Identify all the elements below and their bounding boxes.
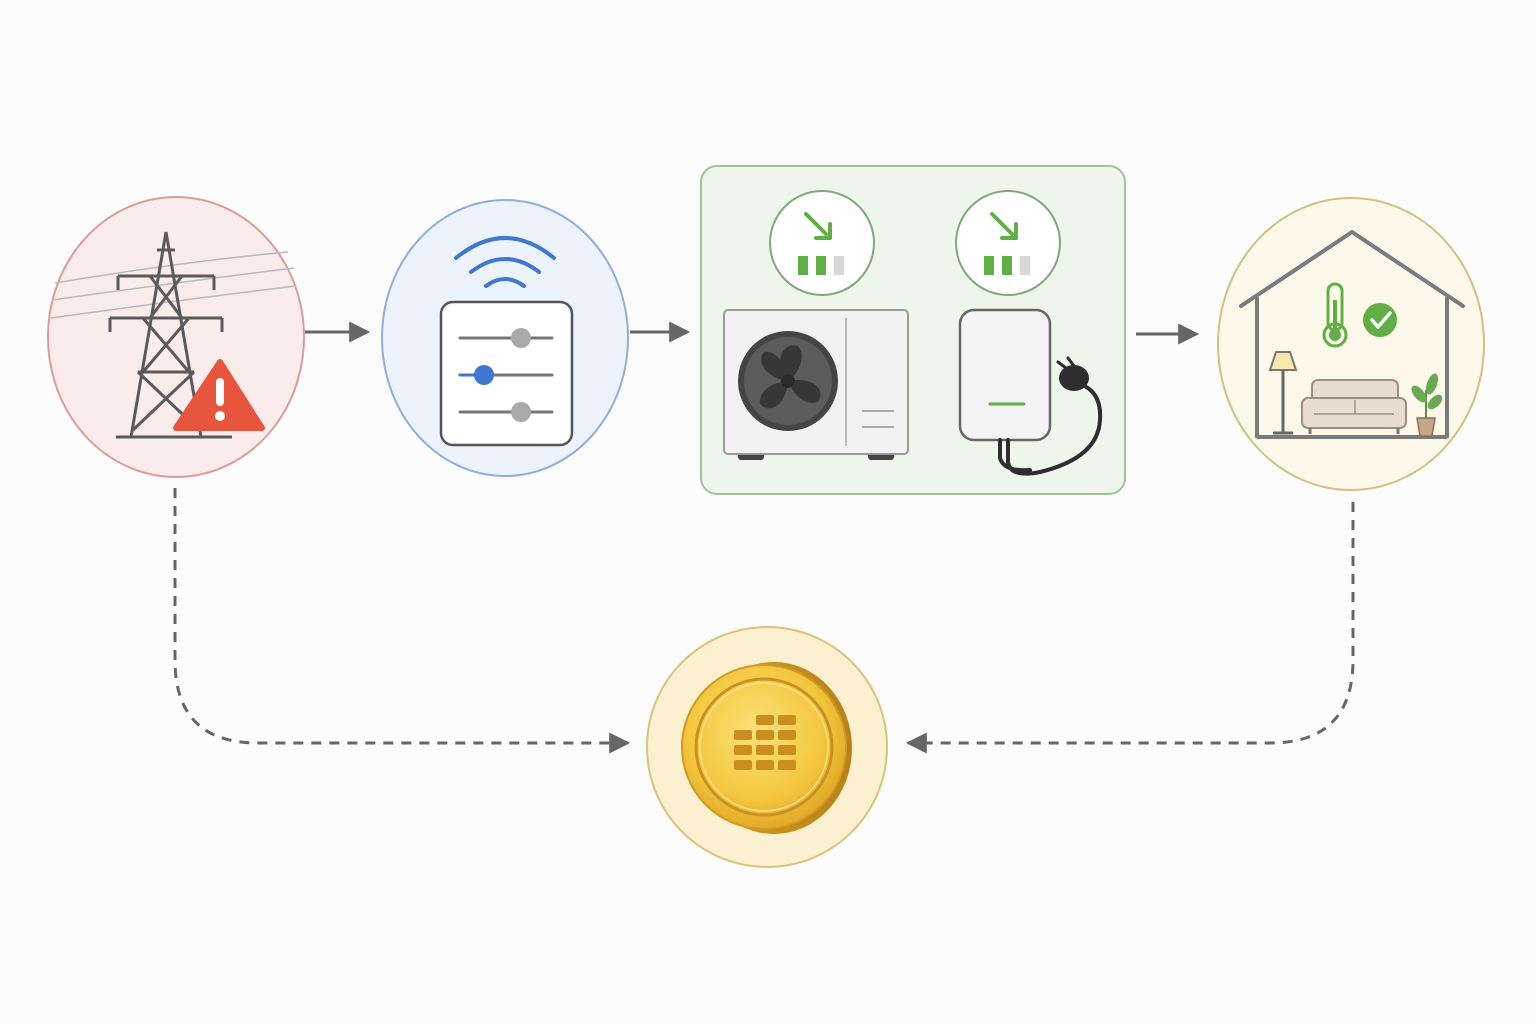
node-devices	[700, 165, 1126, 495]
wifi-signal-icon	[454, 236, 556, 288]
heat-pump-icon	[723, 309, 909, 460]
node-reward	[646, 626, 888, 868]
edge-grid-to-reward	[173, 488, 631, 754]
node-controller	[381, 199, 629, 477]
node-home	[1217, 197, 1485, 491]
reduced-load-icon	[955, 190, 1061, 296]
sofa-icon	[1301, 379, 1407, 434]
floor-lamp-icon	[1268, 351, 1298, 435]
node-grid	[47, 196, 305, 478]
control-sliders-icon	[439, 300, 574, 447]
coin-icon	[681, 662, 852, 834]
edge-home-to-reward	[905, 502, 1355, 754]
reduced-load-icon	[769, 190, 875, 296]
house-icon	[1239, 230, 1465, 439]
warning-icon	[173, 359, 265, 431]
thermometer-check-icon	[1322, 282, 1397, 348]
power-tower-icon	[108, 231, 232, 439]
plant-icon	[1411, 373, 1443, 437]
ev-charger-icon	[958, 308, 1103, 476]
